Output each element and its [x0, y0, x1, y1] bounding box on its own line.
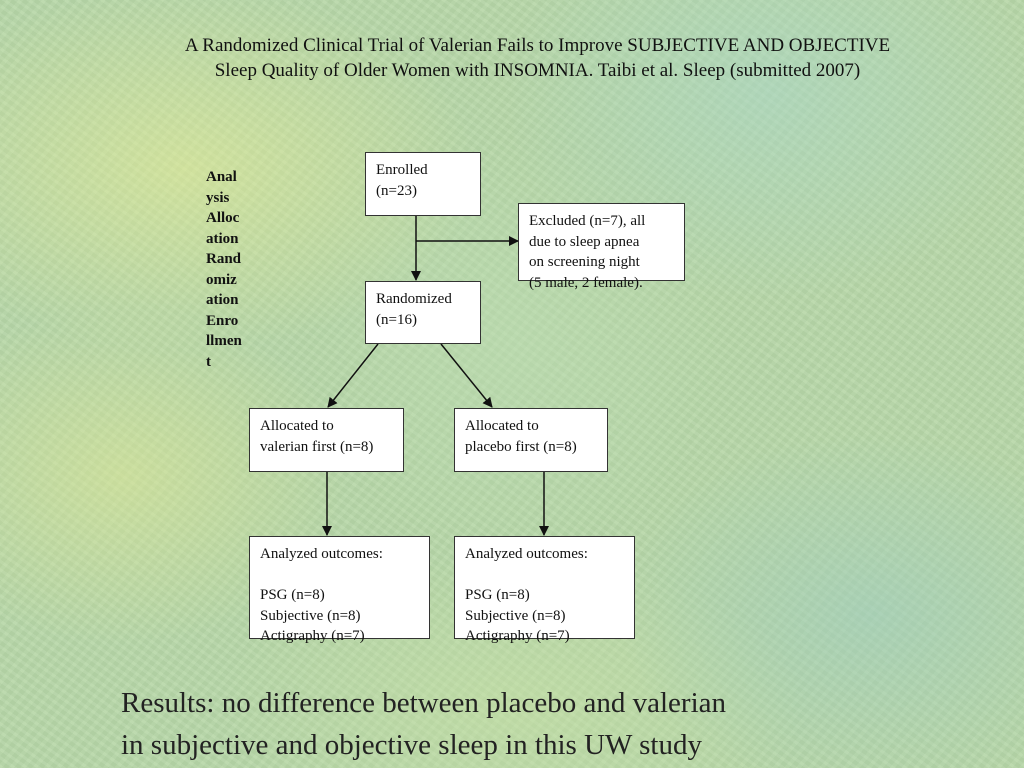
excluded-line-4: (5 male, 2 female). — [529, 274, 643, 291]
enrolled-box: Enrolled (n=23) — [365, 152, 481, 216]
title-line-1: A Randomized Clinical Trial of Valerian … — [184, 35, 891, 56]
arrow-randomized-to-valerian — [327, 343, 379, 408]
allocated-valerian-line-2: valerian first (n=8) — [260, 438, 374, 455]
analyzed-placebo-box: Analyzed outcomes: PSG (n=8) Subjective … — [454, 536, 635, 644]
analyzed-valerian-subjective: Subjective (n=8) — [260, 607, 361, 624]
analyzed-placebo-spacer — [465, 565, 624, 586]
randomized-count: (n=16) — [376, 311, 417, 328]
analyzed-placebo-subjective: Subjective (n=8) — [465, 607, 566, 624]
analyzed-valerian-spacer — [260, 565, 419, 586]
arrow-randomized-to-placebo — [440, 343, 493, 408]
results-line-2: in subjective and objective sleep in thi… — [121, 729, 702, 761]
analyzed-valerian-actigraphy: Actigraphy (n=7) — [260, 628, 365, 644]
analyzed-valerian-heading: Analyzed outcomes: — [260, 546, 383, 562]
enrolled-count: (n=23) — [376, 182, 417, 199]
title-line-2: Sleep Quality of Older Women with INSOMN… — [214, 60, 861, 81]
analyzed-valerian-box: Analyzed outcomes: PSG (n=8) Subjective … — [249, 536, 430, 644]
allocated-placebo-line-2: placebo first (n=8) — [465, 438, 577, 455]
allocated-placebo-box: Allocated to placebo first (n=8) — [454, 408, 608, 472]
allocated-valerian-line-1: Allocated to — [260, 418, 334, 434]
stage-labels: Analysis Allocation Randomization Enroll… — [206, 169, 242, 370]
excluded-line-1: Excluded (n=7), all — [529, 213, 646, 229]
results-text: Results: no difference between placebo a… — [121, 682, 941, 766]
analyzed-valerian-psg: PSG (n=8) — [260, 587, 325, 603]
allocated-valerian-box: Allocated to valerian first (n=8) — [249, 408, 404, 472]
allocated-placebo-line-1: Allocated to — [465, 418, 539, 434]
results-line-1: Results: no difference between placebo a… — [121, 687, 726, 719]
excluded-box: Excluded (n=7), all due to sleep apnea o… — [518, 203, 685, 291]
excluded-line-3: on screening night — [529, 254, 640, 270]
analyzed-placebo-heading: Analyzed outcomes: — [465, 546, 588, 562]
enrolled-label: Enrolled — [376, 162, 428, 178]
randomized-box: Randomized (n=16) — [365, 281, 481, 344]
analyzed-placebo-actigraphy: Actigraphy (n=7) — [465, 628, 570, 644]
slide-title: A Randomized Clinical Trial of Valerian … — [60, 33, 1015, 83]
randomized-label: Randomized — [376, 291, 452, 307]
analyzed-placebo-psg: PSG (n=8) — [465, 587, 530, 603]
excluded-line-2: due to sleep apnea — [529, 233, 640, 250]
